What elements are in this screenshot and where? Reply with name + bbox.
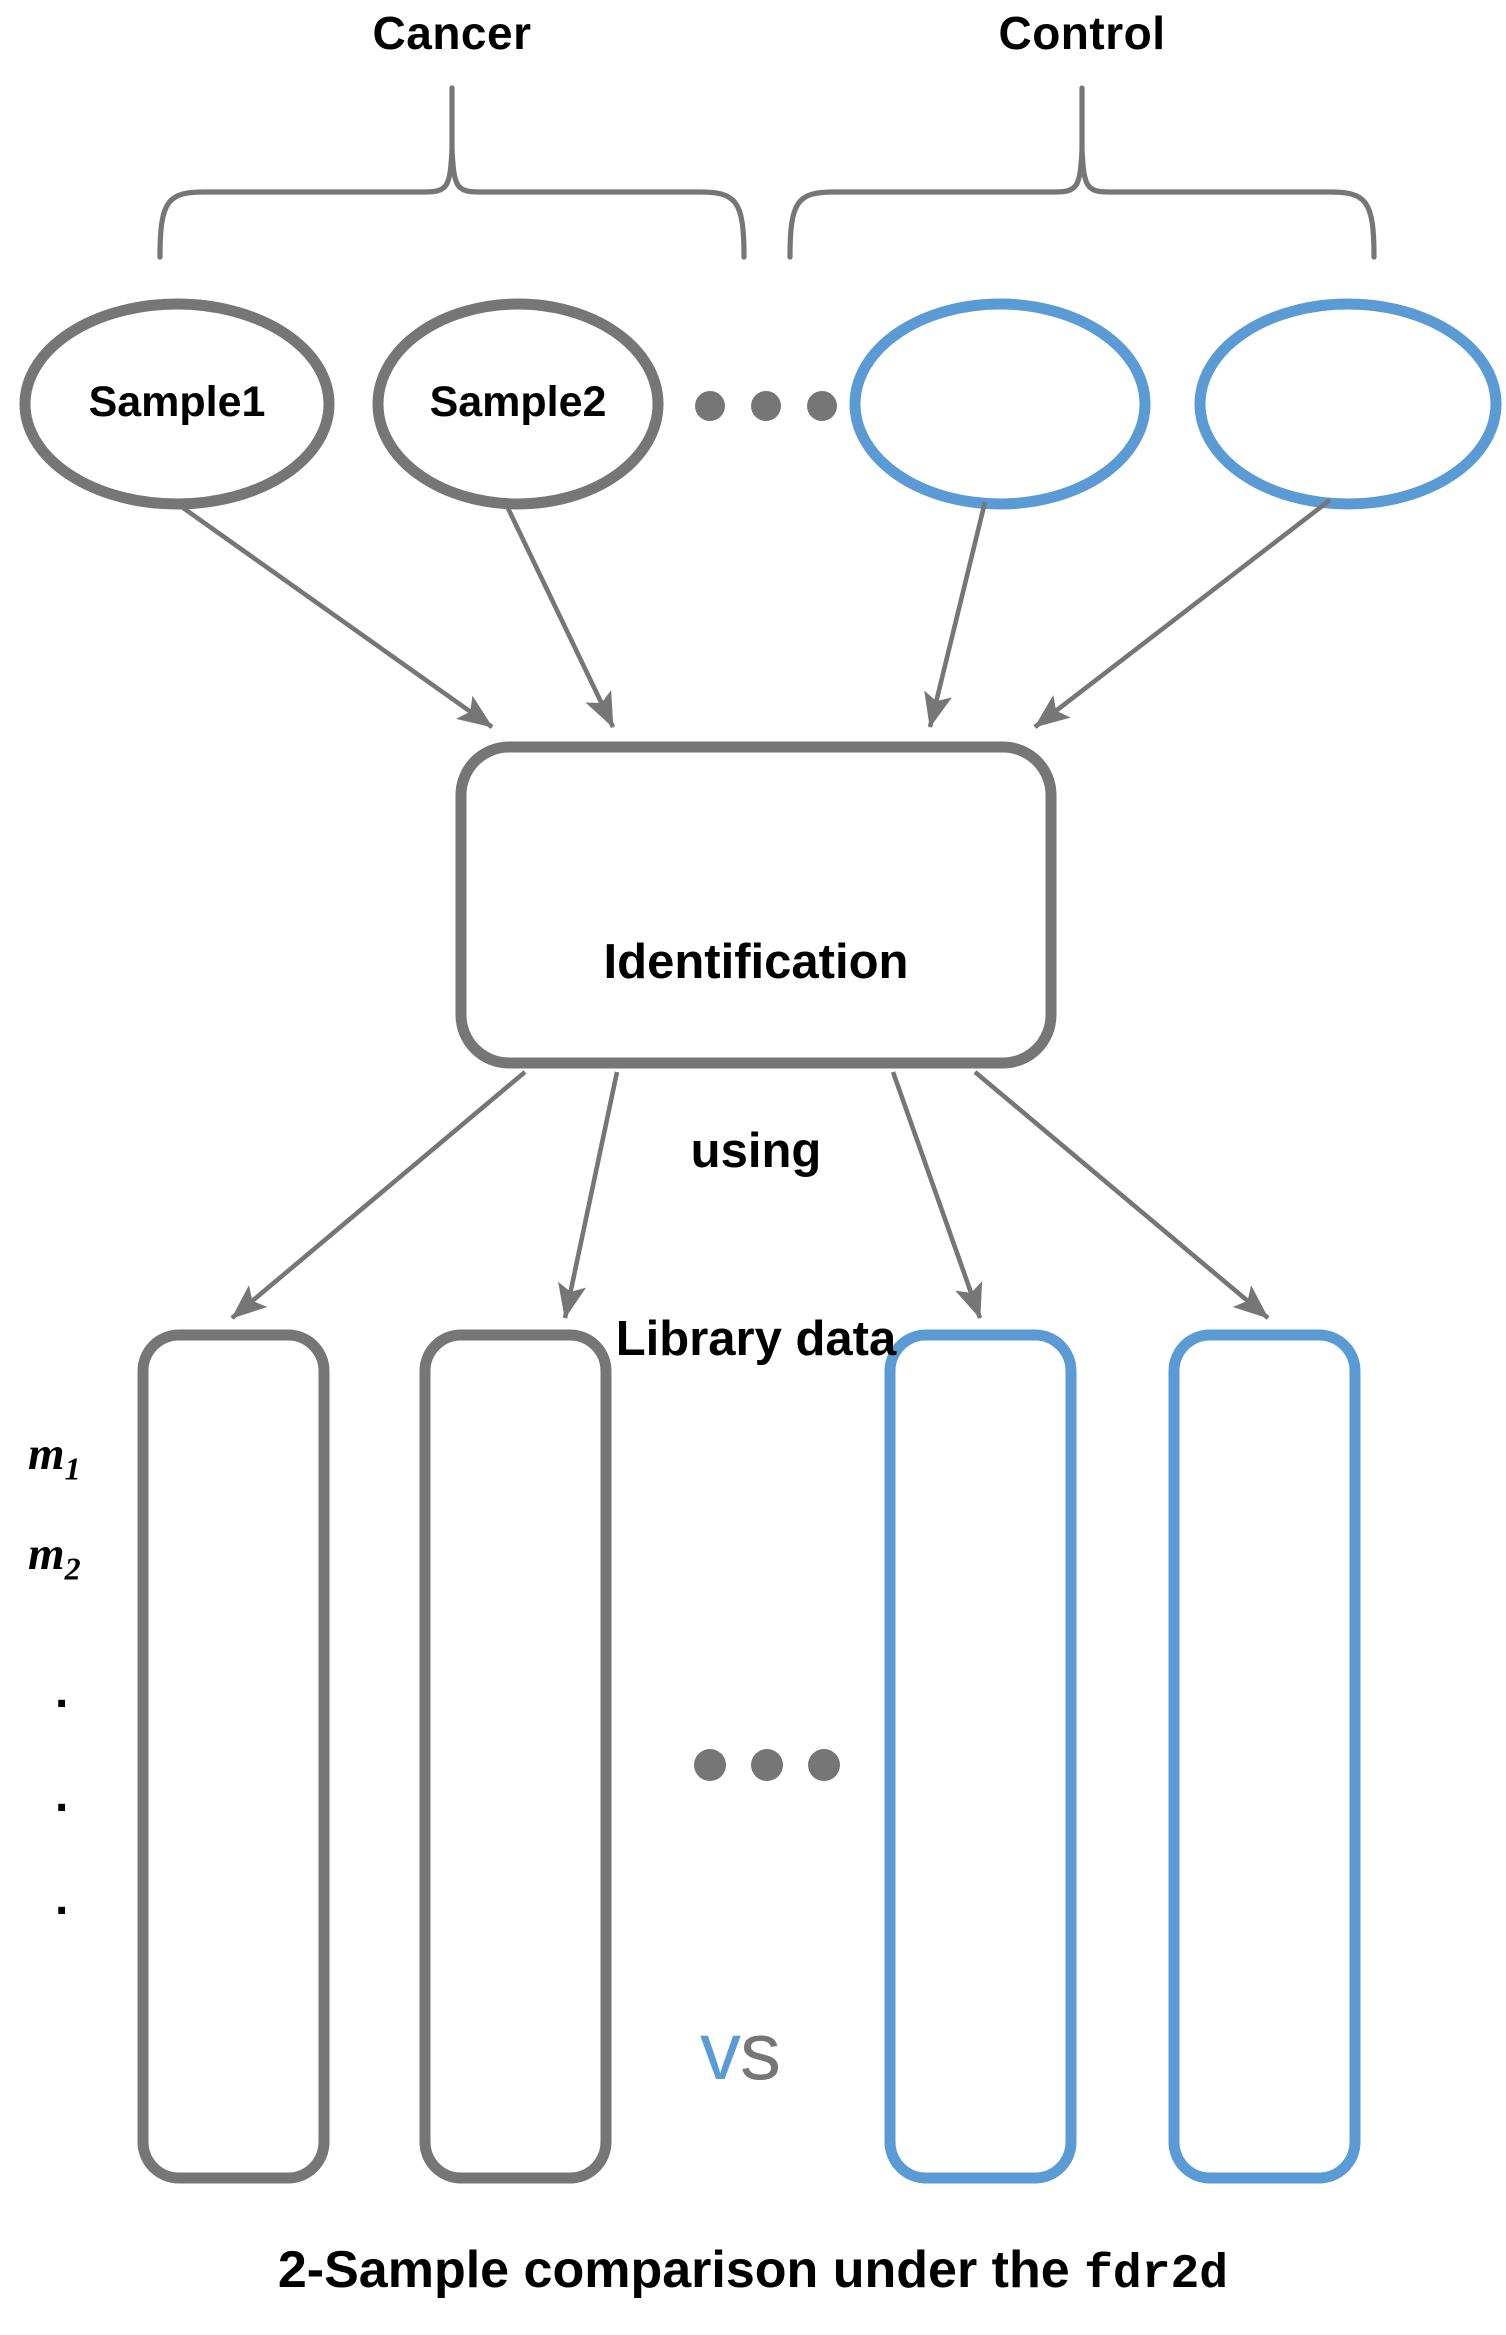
feature-label-m2-subscript: 2 (64, 1550, 81, 1587)
arrow-sample1-to-box (170, 498, 494, 729)
arrow-box-to-column-2 (558, 1071, 620, 1319)
group-label-cancer: Cancer (372, 7, 532, 59)
feature-label-m1: m1 (28, 1427, 81, 1487)
process-box-label: Identification using Library data (476, 806, 1036, 1496)
figure-caption-method: fdr2d (1084, 2248, 1229, 2302)
brace-cancer (157, 85, 747, 260)
arrow-control1-to-box (924, 501, 988, 728)
feature-label-m2-base: m (28, 1528, 65, 1580)
control-ellipse-2[interactable] (1194, 298, 1502, 510)
feature-label-vertical-ellipsis: . . . (55, 1606, 108, 1986)
process-box-line-3: Library data (615, 1311, 897, 1366)
control-ellipse-1[interactable] (849, 298, 1151, 510)
column-bar-cancer-2[interactable] (419, 1329, 612, 2184)
arrow-box-to-column-1 (230, 1070, 527, 1320)
brace-control (787, 85, 1377, 260)
column-bar-control-1[interactable] (884, 1329, 1077, 2184)
sample-label-1: Sample1 (88, 378, 266, 426)
vdot-1: . (55, 1665, 69, 1719)
column-bar-control-2[interactable] (1168, 1329, 1361, 2184)
arrows-to-process-box (170, 498, 1332, 729)
process-box-line-1: Identification (603, 935, 909, 990)
ellipsis-dots-columns (694, 1749, 840, 1781)
sample-ellipse-2[interactable] (372, 298, 664, 510)
vdot-3: . (55, 1872, 69, 1926)
arrow-sample2-to-box (502, 501, 616, 728)
arrow-box-to-column-3 (890, 1071, 983, 1319)
vs-label-first-letter: v (700, 2006, 741, 2097)
feature-label-m2: m2 (28, 1527, 81, 1587)
feature-label-m1-subscript: 1 (64, 1450, 81, 1487)
feature-label-m1-base: m (28, 1428, 65, 1480)
ellipsis-dots-top (695, 391, 837, 421)
arrow-box-to-column-4 (973, 1070, 1270, 1320)
process-box-line-2: using (690, 1123, 822, 1178)
arrows-to-columns (230, 1070, 1270, 1320)
vs-label: vs (700, 2005, 781, 2099)
process-box[interactable] (455, 741, 1057, 1069)
group-label-control: Control (998, 7, 1166, 59)
arrow-control2-to-box (1033, 498, 1332, 729)
vs-label-second-letter: s (740, 2006, 781, 2097)
column-bar-cancer-1[interactable] (137, 1329, 330, 2184)
figure-caption-text: 2-Sample comparison under the (277, 2241, 1085, 2299)
figure-caption: 2-Sample comparison under the fdr2d (0, 2240, 1506, 2302)
vdot-2: . (55, 1768, 69, 1822)
sample-label-2: Sample2 (429, 378, 607, 426)
